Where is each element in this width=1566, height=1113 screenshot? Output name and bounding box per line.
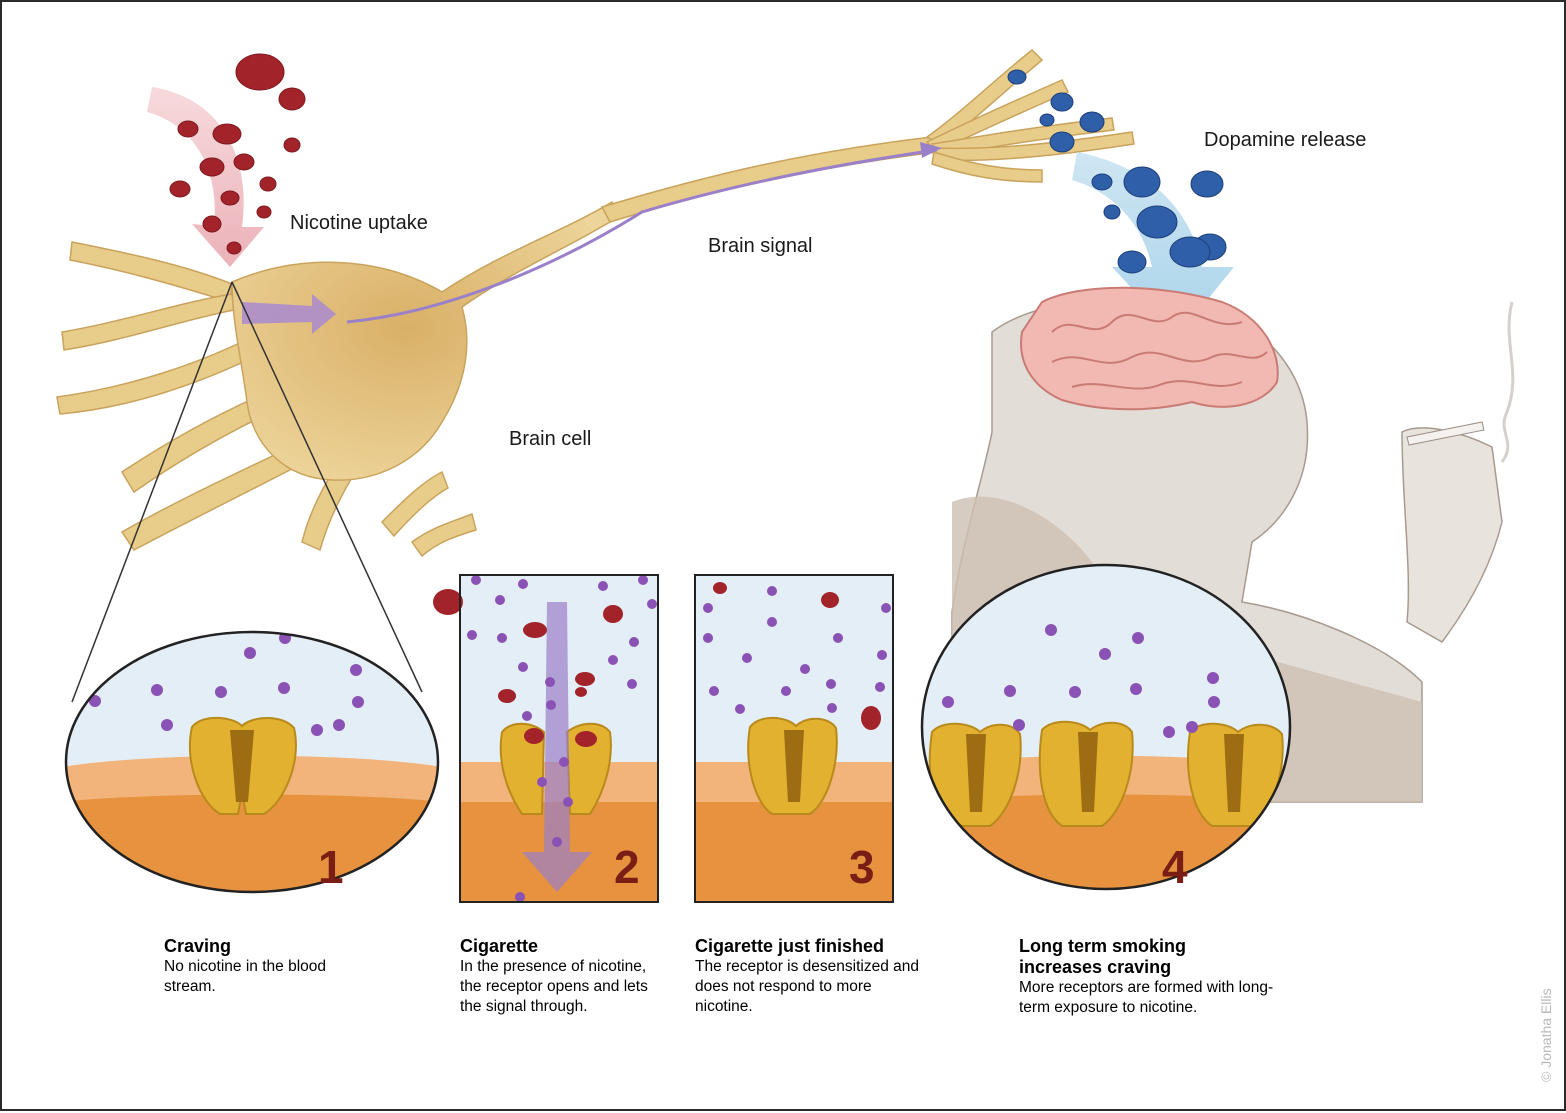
dopamine-release-label: Dopamine release xyxy=(1204,129,1366,152)
caption-4: Long term smoking increases craving More… xyxy=(1019,936,1299,1018)
caption-2-title: Cigarette xyxy=(460,936,660,957)
panel-1-graphic xyxy=(62,622,442,902)
brain-cell-label: Brain cell xyxy=(509,428,591,451)
brain-signal-label: Brain signal xyxy=(708,235,813,258)
nicotine-uptake-label: Nicotine uptake xyxy=(290,212,428,235)
panel-4-number: 4 xyxy=(1162,840,1188,894)
caption-4-body: More receptors are formed with long-term… xyxy=(1019,978,1294,1018)
caption-3: Cigarette just finished The receptor is … xyxy=(695,936,965,1017)
caption-1-title: Craving xyxy=(164,936,364,957)
caption-4-title: Long term smoking increases craving xyxy=(1019,936,1259,978)
caption-3-body: The receptor is desensitized and does no… xyxy=(695,957,925,1017)
caption-3-title: Cigarette just finished xyxy=(695,936,965,957)
caption-2: Cigarette In the presence of nicotine, t… xyxy=(460,936,660,1017)
panel-1-number: 1 xyxy=(318,840,344,894)
nicotine-uptake-arrow xyxy=(147,87,264,267)
panel-2-number: 2 xyxy=(614,840,640,894)
caption-1-body: No nicotine in the blood stream. xyxy=(164,957,344,997)
credit-watermark: © Jonatha Ellis xyxy=(1538,988,1554,1082)
panel-3-number: 3 xyxy=(849,840,875,894)
caption-2-body: In the presence of nicotine, the recepto… xyxy=(460,957,650,1017)
caption-1: Craving No nicotine in the blood stream. xyxy=(164,936,364,997)
